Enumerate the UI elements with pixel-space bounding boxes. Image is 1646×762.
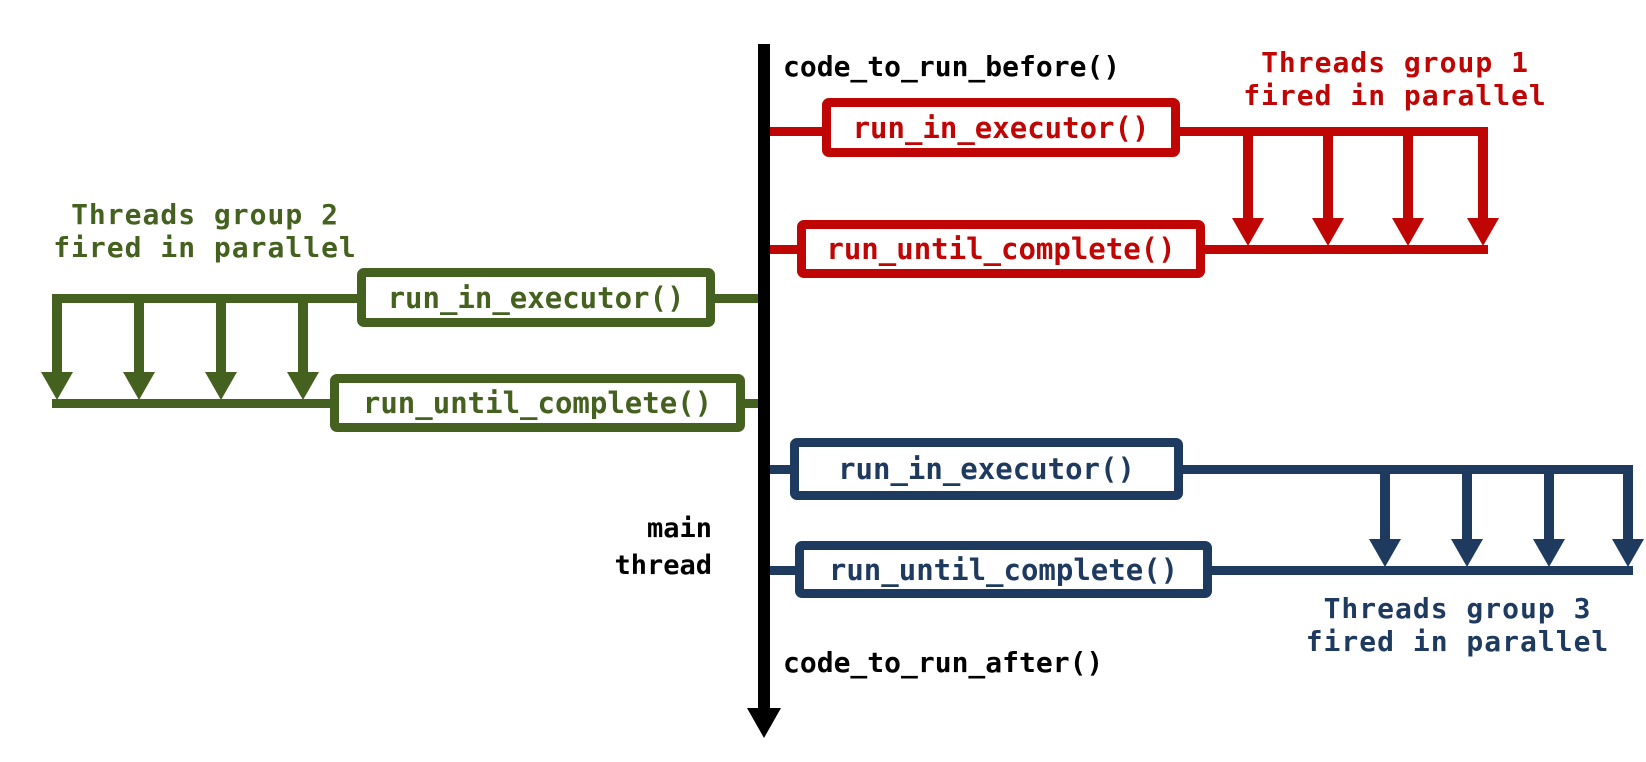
- group1-complete-connector-line: [760, 245, 797, 254]
- group2-run-in-executor-text: run_in_executor(): [387, 280, 685, 315]
- group1-label: Threads group 1 fired in parallel: [1190, 46, 1600, 112]
- group3-run-in-executor-box: run_in_executor(): [790, 438, 1183, 500]
- group2-complete-thread-line: [52, 399, 339, 408]
- group2-complete-connector-line: [736, 399, 766, 408]
- group2-executor-connector-line: [706, 294, 766, 303]
- group2-label-line2: fired in parallel: [53, 231, 357, 264]
- group2-run-in-executor-box: run_in_executor(): [357, 268, 715, 327]
- group1-run-in-executor-text: run_in_executor(): [852, 110, 1150, 145]
- main-thread-label-line1: main: [646, 513, 712, 544]
- group3-complete-thread-line: [1203, 566, 1633, 575]
- group1-executor-connector-line: [760, 127, 822, 136]
- group1-run-until-complete-box: run_until_complete(): [797, 220, 1205, 278]
- group1-label-line2: fired in parallel: [1243, 79, 1547, 112]
- group1-run-until-complete-text: run_until_complete(): [826, 232, 1176, 266]
- group1-run-in-executor-box: run_in_executor(): [822, 98, 1180, 157]
- code-to-run-before-label: code_to_run_before(): [783, 50, 1121, 83]
- group3-run-in-executor-text: run_in_executor(): [838, 452, 1135, 486]
- group3-run-until-complete-box: run_until_complete(): [795, 541, 1212, 598]
- main-thread-label-line2: thread: [614, 550, 712, 581]
- group1-label-line1: Threads group 1: [1261, 46, 1529, 79]
- group2-label-line1: Threads group 2: [71, 198, 339, 231]
- group3-run-until-complete-text: run_until_complete(): [828, 552, 1179, 587]
- group3-label-line1: Threads group 3: [1323, 592, 1592, 625]
- group3-complete-connector-line: [760, 566, 795, 575]
- group2-run-until-complete-box: run_until_complete(): [330, 374, 745, 432]
- group3-executor-connector-line: [760, 465, 790, 474]
- group2-run-until-complete-text: run_until_complete(): [362, 386, 713, 420]
- group3-executor-thread-line: [1174, 465, 1633, 474]
- code-to-run-after-label: code_to_run_after(): [783, 646, 1104, 679]
- main-thread-label: main thread: [540, 510, 712, 584]
- group3-label-line2: fired in parallel: [1305, 625, 1610, 658]
- group2-label: Threads group 2 fired in parallel: [25, 198, 385, 264]
- main-thread-line: [758, 44, 770, 710]
- group2-executor-thread-line: [52, 294, 366, 303]
- group3-label: Threads group 3 fired in parallel: [1270, 592, 1645, 658]
- group1-complete-thread-line: [1196, 245, 1488, 254]
- main-thread-arrow-icon: [747, 708, 781, 738]
